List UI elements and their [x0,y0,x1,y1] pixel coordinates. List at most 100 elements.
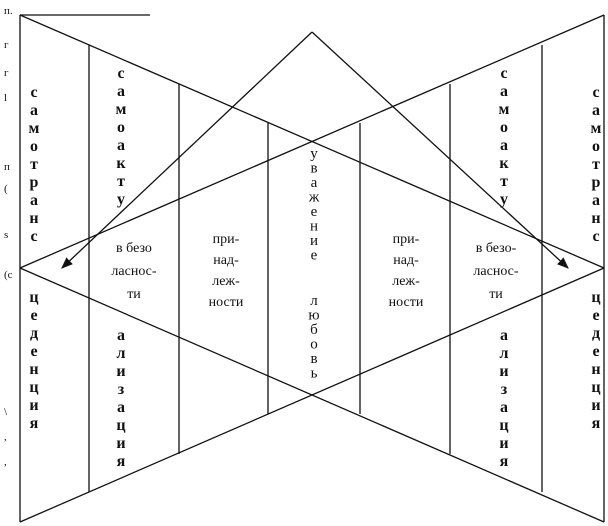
margin-mark: , [4,431,7,443]
label-self-transcendence-char: с [592,228,599,245]
label-self-actualization-char: з [501,381,508,398]
label-esteem-char: ж [308,190,320,206]
margin-mark: ( [4,183,8,195]
need-labels: самотрансцеденциясамотрансцеденциясамоак… [29,65,602,470]
label-self-actualization-char: л [500,345,509,362]
label-belonging-line: леж- [212,274,240,289]
label-safety-line: ласнос- [111,264,156,279]
label-self-transcendence-char: р [592,174,601,191]
label-self-actualization-char: с [117,65,124,82]
label-self-transcendence-char: с [30,84,37,101]
label-self-transcendence-char: а [592,102,600,119]
label-esteem-char: в [310,161,317,177]
lower-diagonal-up-line [19,267,605,523]
label-self-transcendence-char: н [29,210,38,227]
label-self-transcendence-char: ц [29,379,38,396]
label-self-actualization-char: л [117,345,126,362]
label-self-transcendence-char: ц [591,379,600,396]
label-esteem-char: у [310,146,318,162]
arrow-left [61,31,313,269]
label-self-transcendence-char: е [592,343,599,360]
label-self-actualization-char: я [500,453,509,470]
label-self-actualization-char: и [116,435,125,452]
label-self-transcendence-char: е [592,307,599,324]
label-self-actualization-char: а [117,137,125,154]
margin-mark: l [4,92,7,104]
label-self-actualization-char: о [500,119,508,136]
label-love-char: о [310,337,318,353]
label-self-transcendence-char: н [591,361,600,378]
label-self-actualization-char: к [116,155,126,172]
label-self-actualization-char: и [116,363,125,380]
label-esteem-char: е [311,204,318,220]
label-self-transcendence-char: м [591,120,602,137]
label-self-transcendence-char: о [592,138,600,155]
label-self-actualization-char: я [117,453,126,470]
label-self-transcendence-char: и [29,397,38,414]
label-self-transcendence-char: н [591,210,600,227]
label-self-actualization-char: ц [116,417,125,434]
label-self-transcendence-char: а [30,102,38,119]
label-self-actualization-char: а [117,83,125,100]
label-love-char: ю [308,308,319,324]
label-love-char: л [310,293,318,309]
label-self-transcendence-char: е [30,343,37,360]
label-self-actualization-char: а [117,327,125,344]
label-safety-line: в безо- [476,241,517,256]
label-esteem-char: е [311,248,318,264]
label-self-actualization-char: к [499,155,509,172]
label-self-actualization-char: т [500,173,508,190]
label-self-transcendence-char: ц [591,289,600,306]
label-self-actualization-char: и [499,363,508,380]
label-self-transcendence-char: е [30,307,37,324]
label-self-transcendence-char: т [30,156,38,173]
label-self-actualization-char: а [500,137,508,154]
label-self-transcendence-char: м [29,120,40,137]
margin-mark: п. [4,5,13,17]
label-self-transcendence-char: д [30,325,38,342]
label-self-actualization-char: т [117,173,125,190]
label-self-transcendence-char: н [29,361,38,378]
label-love-char: в [310,351,317,367]
label-belonging-line: ности [209,295,244,310]
label-self-actualization-char: ц [499,417,508,434]
label-self-transcendence-char: ц [29,289,38,306]
arrow-right [311,31,569,269]
label-belonging-line: леж- [392,274,420,289]
label-self-transcendence-char: а [592,192,600,209]
label-self-actualization-char: з [118,381,125,398]
margin-mark: г [4,39,9,51]
label-belonging-line: при- [213,232,240,247]
margin-mark: г [4,67,9,79]
label-safety-line: в безо [116,241,152,256]
label-self-actualization-char: о [117,119,125,136]
diagram-lines [19,14,605,523]
label-self-actualization-char: а [500,399,508,416]
label-belonging-line: над- [393,253,419,268]
label-self-actualization-char: а [117,399,125,416]
margin-mark: (с [4,269,13,281]
label-esteem-char: н [310,219,318,235]
label-belonging-line: ности [389,295,424,310]
label-self-actualization-char: у [117,191,125,208]
margin-mark: \ [4,406,8,418]
label-self-transcendence-char: а [30,192,38,209]
label-belonging-line: над- [213,253,239,268]
label-self-actualization-char: и [499,435,508,452]
label-safety-line: ти [127,287,141,302]
label-self-actualization-char: м [499,101,510,118]
label-self-transcendence-char: о [30,138,38,155]
label-self-transcendence-char: р [30,174,39,191]
label-self-transcendence-char: я [592,415,601,432]
label-self-actualization-char: м [116,101,127,118]
label-esteem-char: и [310,233,318,249]
label-self-transcendence-char: я [30,415,39,432]
label-self-actualization-char: а [500,327,508,344]
label-self-transcendence-char: и [591,397,600,414]
label-safety-line: ласнос- [473,264,518,279]
label-safety-line: ти [489,287,503,302]
label-self-transcendence-char: т [592,156,600,173]
label-self-transcendence-char: д [592,325,600,342]
